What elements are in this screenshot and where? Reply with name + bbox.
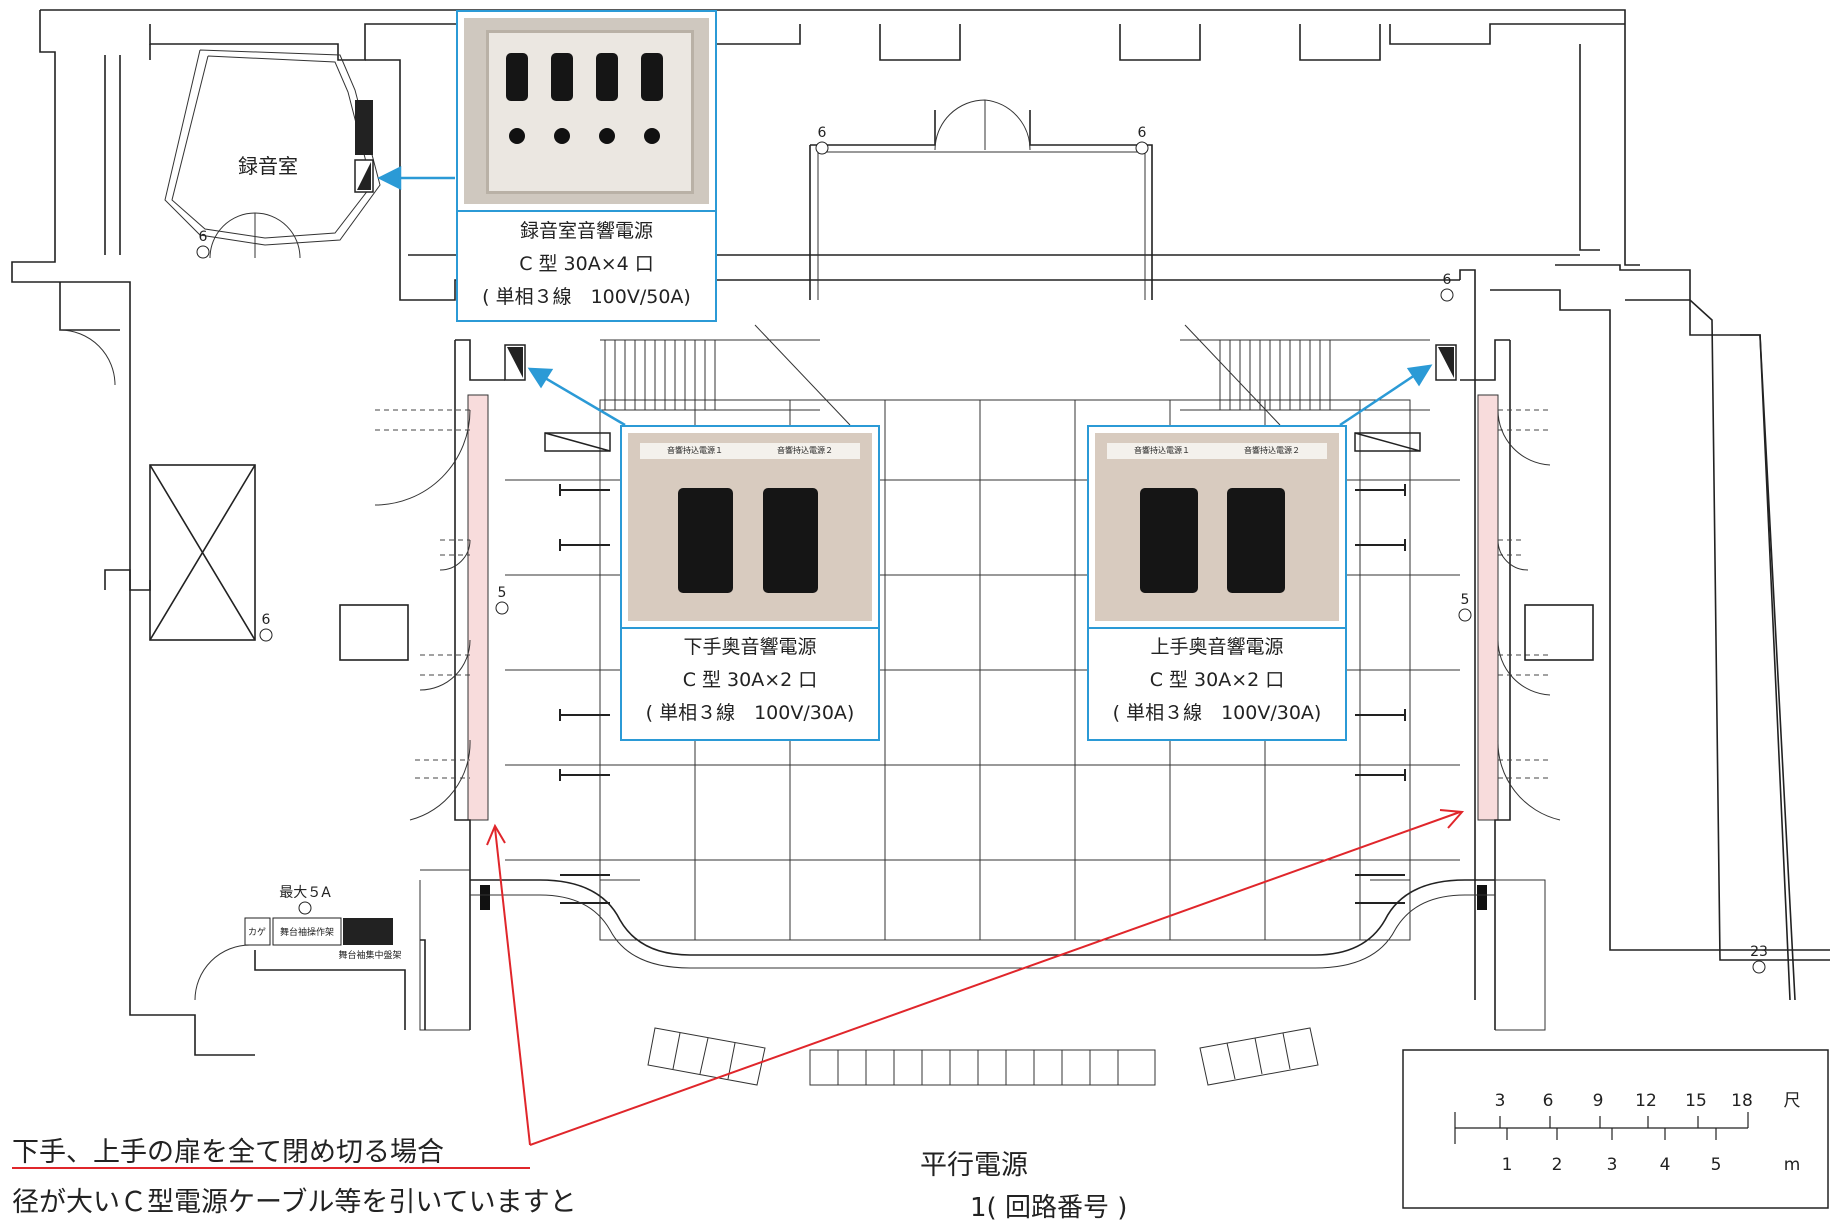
photo-label-2: 音響持込電源２ (1244, 446, 1300, 455)
c-socket (596, 53, 618, 101)
callout-shimote-caption: 下手奥音響電源 C 型 30A×2 口 ( 単相３線 100V/30A) (622, 631, 878, 739)
callout-title: 上手奥音響電源 (1150, 636, 1284, 658)
callout-title: 録音室音響電源 (519, 220, 653, 242)
operation-panel (272, 917, 342, 946)
round-socket (599, 128, 615, 144)
shaku-tick: 12 (1635, 1091, 1657, 1111)
shaku-tick: 15 (1685, 1091, 1707, 1111)
operation-label: 舞台袖操作架 (280, 926, 334, 938)
outlet-markers (196, 141, 1766, 974)
kage-label: カゲ (248, 926, 266, 938)
photo-kamite-panel: 音響持込電源１ 音響持込電源２ (1089, 427, 1345, 629)
forestage (470, 879, 1495, 969)
c-socket (506, 53, 528, 101)
photo-label-2: 音響持込電源２ (777, 446, 833, 455)
c-socket (1140, 488, 1198, 593)
outlet-label-upper-right: 6 (1138, 125, 1147, 141)
left-storage (59, 282, 1594, 1030)
doors-shimote (374, 409, 471, 821)
shaku-tick: 18 (1731, 1091, 1753, 1111)
shaku-tick: 6 (1543, 1091, 1554, 1111)
photo-shimote-panel: 音響持込電源１ 音響持込電源２ (622, 427, 878, 629)
stairs-left (600, 324, 851, 426)
recording-room-walls (164, 49, 381, 259)
outlet-label-rec: 6 (199, 229, 208, 245)
c-socket (1227, 488, 1285, 593)
callout-wiring: ( 単相３線 100V/50A) (482, 286, 691, 308)
callout-spec: C 型 30A×2 口 (1149, 669, 1285, 691)
recording-outlet-box (355, 100, 373, 155)
scale-bar (1454, 1112, 1749, 1144)
wing-walls (419, 339, 1546, 1031)
outlet-label-right-top: 6 (1443, 272, 1452, 288)
doors-kamite (1497, 409, 1561, 821)
photo-label-1: 音響持込電源１ (667, 446, 723, 455)
photo-label-1: 音響持込電源１ (1134, 446, 1190, 455)
recording-room-label: 録音室 (238, 154, 298, 178)
callout-recording: 録音室音響電源 C 型 30A×4 口 ( 単相３線 100V/50A) (456, 10, 717, 322)
c-socket (763, 488, 818, 593)
fly-rail-symbols (544, 432, 1421, 452)
blue-arrows (377, 165, 1433, 427)
callout-title: 下手奥音響電源 (683, 636, 817, 658)
door-strip-shimote (467, 394, 489, 821)
central-panel (343, 918, 393, 945)
callout-kamite-caption: 上手奥音響電源 C 型 30A×2 口 ( 単相３線 100V/30A) (1089, 631, 1345, 739)
shaku-tick: 3 (1495, 1091, 1506, 1111)
central-label: 舞台袖集中盤架 (338, 949, 401, 961)
outlet-label-left-wing: 6 (262, 612, 271, 628)
stairs-right (1180, 324, 1430, 426)
door-note: 下手、上手の扉を全て閉め切る場合 (12, 1137, 444, 1168)
round-socket (509, 128, 525, 144)
callout-shimote: 音響持込電源１ 音響持込電源２ 下手奥音響電源 C 型 30A×2 口 ( 単相… (620, 425, 880, 741)
meter-tick: 4 (1660, 1155, 1671, 1175)
label-strip: 音響持込電源１ 音響持込電源２ (640, 443, 860, 459)
red-arrows (486, 809, 1465, 1146)
seating (647, 1027, 1319, 1086)
meter-tick: 3 (1607, 1155, 1618, 1175)
meter-tick: 1 (1502, 1155, 1513, 1175)
meter-unit: m (1784, 1155, 1801, 1175)
photo-recording-panel (458, 12, 715, 212)
callout-kamite: 音響持込電源１ 音響持込電源２ 上手奥音響電源 C 型 30A×2 口 ( 単相… (1087, 425, 1347, 741)
outlet-label-23: 23 (1750, 944, 1768, 960)
stage-outlet-symbols (504, 344, 1457, 381)
kage-panel (244, 917, 271, 946)
round-socket (554, 128, 570, 144)
wall-block-left (480, 885, 490, 910)
callout-spec: C 型 30A×2 口 (682, 669, 818, 691)
door-strip-kamite (1477, 394, 1499, 821)
recording-outlet-triangle (357, 162, 371, 190)
shaku-tick: 9 (1593, 1091, 1604, 1111)
c-socket (641, 53, 663, 101)
cable-note: 径が大いＣ型電源ケーブル等を引いていますと (12, 1187, 577, 1218)
c-socket (551, 53, 573, 101)
round-socket (644, 128, 660, 144)
callout-wiring: ( 単相３線 100V/30A) (645, 702, 855, 724)
callout-wiring: ( 単相３線 100V/30A) (1112, 702, 1322, 724)
meter-tick: 5 (1711, 1155, 1722, 1175)
upper-room-walls (809, 99, 1153, 300)
outlet-label-upper-left: 6 (818, 125, 827, 141)
callout-spec: C 型 30A×4 口 (519, 253, 654, 275)
wall-block-right (1477, 885, 1487, 910)
legend-title: 平行電源 (920, 1150, 1028, 1181)
outlet-label-shimote: 5 (498, 585, 507, 601)
shaku-unit: 尺 (1784, 1091, 1801, 1111)
callout-recording-caption: 録音室音響電源 C 型 30A×4 口 ( 単相３線 100V/50A) (458, 215, 715, 320)
legend-circuit: 1( 回路番号 ) (970, 1193, 1128, 1223)
scale-box (1402, 1049, 1829, 1209)
label-strip: 音響持込電源１ 音響持込電源２ (1107, 443, 1327, 459)
c-socket (678, 488, 733, 593)
meter-tick: 2 (1552, 1155, 1563, 1175)
max-label: 最大５A (279, 885, 331, 901)
outlet-label-kamite: 5 (1461, 592, 1470, 608)
